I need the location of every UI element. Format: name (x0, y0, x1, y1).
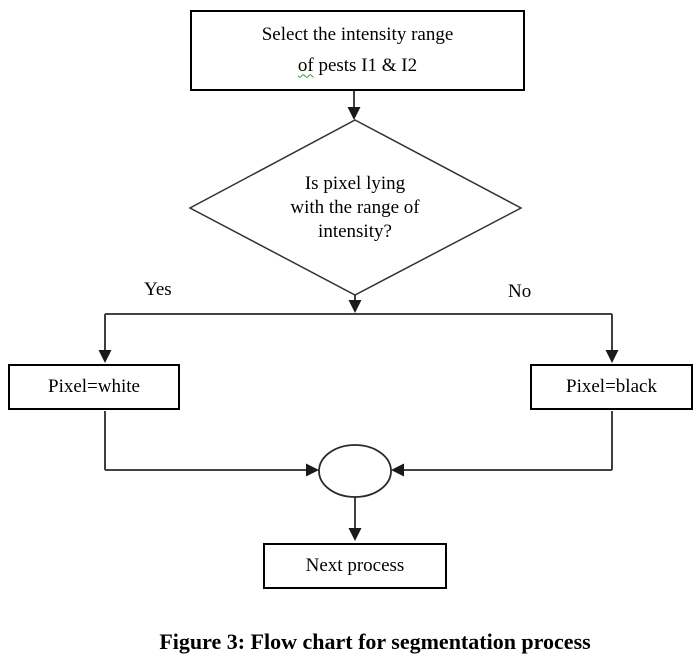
decision-line2: with the range of (290, 197, 420, 218)
pixel-white-label: Pixel=white (48, 376, 140, 397)
arrowhead-down-decision (347, 107, 361, 120)
node-next-process: Next process (263, 543, 447, 589)
arrowhead-right-junction (306, 463, 319, 477)
branch-label-no: No (508, 281, 532, 302)
node-select-intensity-range: Select the intensity range of pests I1 &… (190, 10, 525, 91)
arrowhead-down-branch (348, 300, 362, 313)
figure-caption: Figure 3: Flow chart for segmentation pr… (159, 629, 591, 654)
decision-line3: intensity? (318, 221, 392, 242)
start-node-line2-rest: pests I1 & I2 (313, 54, 418, 76)
arrowhead-down-next (348, 528, 362, 541)
arrowhead-down-black (605, 350, 619, 363)
arrowhead-left-junction (391, 463, 404, 477)
spellchecked-word: of (297, 54, 314, 76)
junction-ellipse-shape (318, 444, 392, 498)
arrowhead-down-white (98, 350, 112, 363)
pixel-black-label: Pixel=black (566, 376, 657, 397)
next-process-label: Next process (305, 555, 405, 576)
node-pixel-black: Pixel=black (530, 364, 693, 410)
decision-line1: Is pixel lying (304, 173, 406, 194)
branch-label-yes: Yes (144, 279, 172, 300)
start-node-line2: of pests I1 & I2 (298, 55, 417, 77)
node-pixel-white: Pixel=white (8, 364, 180, 410)
node-decision-text: Is pixel lying with the range of intensi… (255, 172, 455, 244)
start-node-line1: Select the intensity range (261, 24, 454, 46)
